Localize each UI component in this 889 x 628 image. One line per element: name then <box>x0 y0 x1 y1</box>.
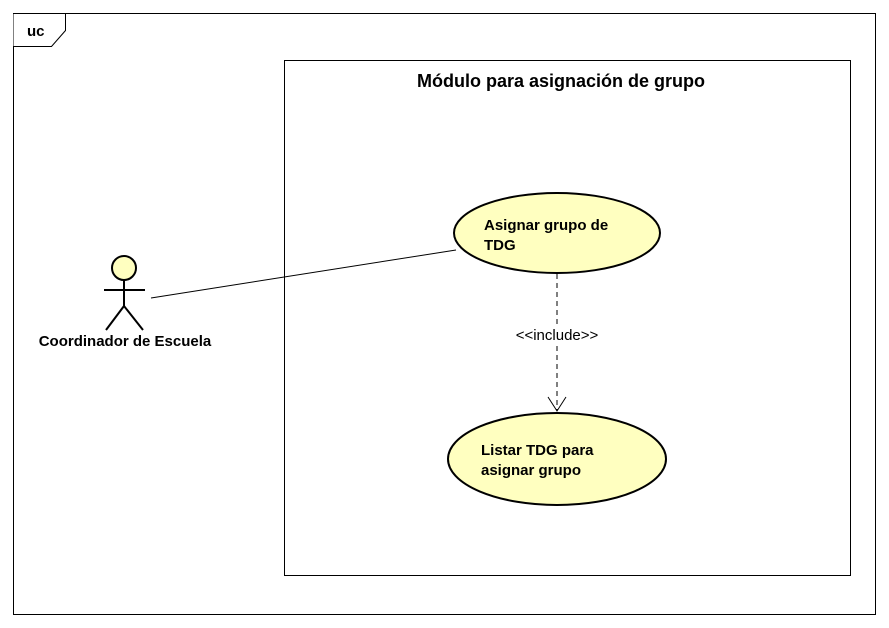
use-case-ellipse[interactable] <box>447 412 667 506</box>
use-case-label-line1: Asignar grupo de <box>484 217 608 234</box>
actor-coordinador[interactable]: Coordinador de Escuela <box>39 255 212 350</box>
include-stereotype-label: <<include>> <box>516 327 599 344</box>
use-case-label-line1: Listar TDG para <box>481 442 594 459</box>
use-case-asignar-grupo[interactable]: Asignar grupo de TDG <box>453 192 661 274</box>
use-case-listar-tdg[interactable]: Listar TDG para asignar grupo <box>447 412 667 506</box>
frame-label: uc <box>27 23 45 40</box>
actor-head <box>111 255 137 281</box>
actor-left-leg <box>105 305 125 331</box>
use-case-ellipse[interactable] <box>453 192 661 274</box>
use-case-label-line2: TDG <box>484 237 516 254</box>
stereotype-bg <box>510 324 604 344</box>
include-arrowhead <box>547 396 567 412</box>
system-title: Módulo para asignación de grupo <box>417 71 705 91</box>
frame-tab <box>13 13 66 47</box>
use-case-label-line2: asignar grupo <box>481 462 581 479</box>
actor-right-leg <box>123 305 144 331</box>
actor-name: Coordinador de Escuela <box>39 333 212 350</box>
association-line[interactable] <box>150 249 457 299</box>
